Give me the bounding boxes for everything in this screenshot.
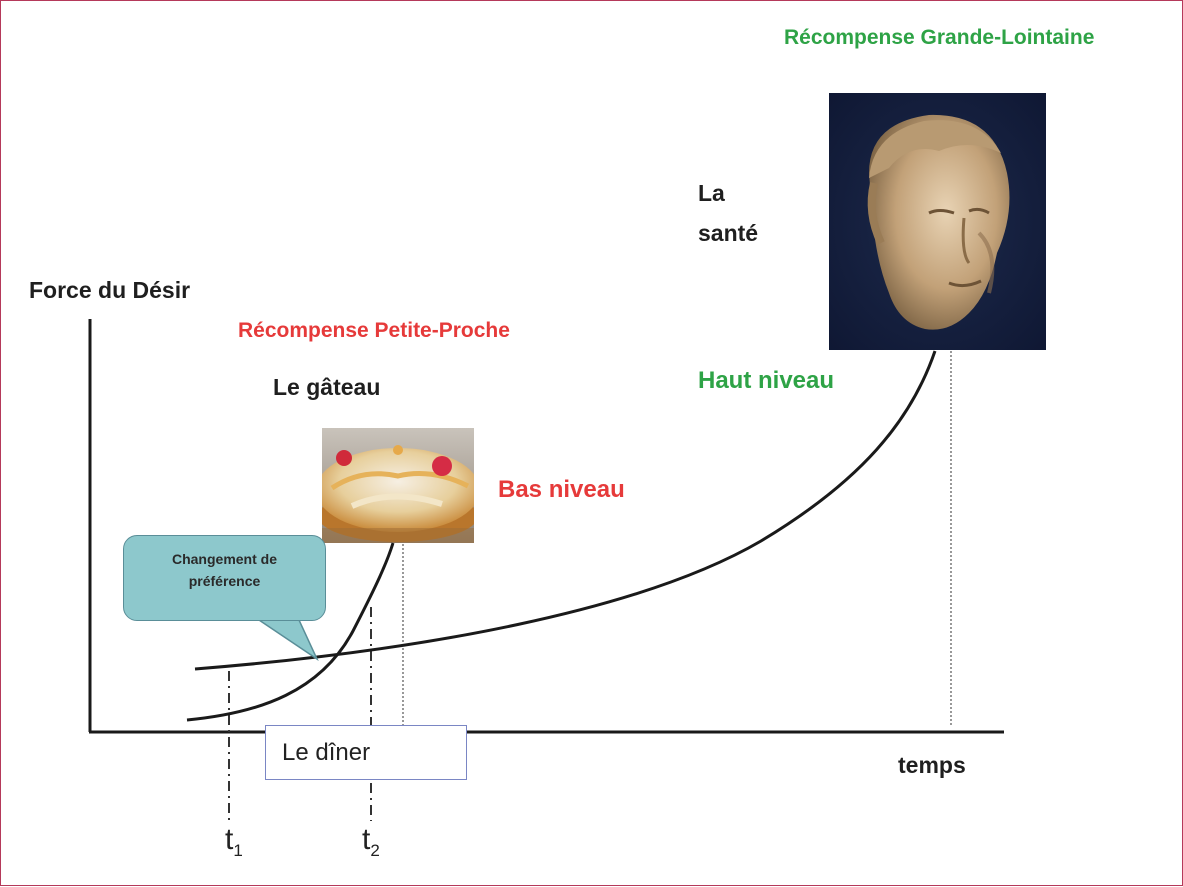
title-small-near-reward: Récompense Petite-Proche (238, 319, 510, 342)
cake-image (322, 428, 474, 543)
statue-image (829, 93, 1046, 350)
y-axis-label: Force du Désir (29, 277, 191, 303)
tick-t2: t2 (362, 823, 380, 861)
callout-preference-change: Changement de préférence (123, 535, 326, 621)
label-low-level: Bas niveau (498, 476, 625, 503)
curve-small-near (186, 542, 395, 722)
label-high-level: Haut niveau (698, 367, 835, 394)
label-health: La santé (698, 180, 759, 246)
dinner-box: Le dîner (265, 725, 467, 780)
label-cake: Le gâteau (273, 374, 381, 400)
callout-text: Changement de préférence (171, 551, 277, 589)
title-large-far-reward: Récompense Grande-Lointaine (784, 26, 1095, 49)
tick-t1-subscript: 1 (233, 841, 243, 860)
curve-large-far (194, 350, 937, 671)
tick-t2-letter: t (362, 823, 371, 856)
x-axis-label: temps (898, 752, 966, 778)
callout-pointer (256, 619, 319, 662)
dinner-box-label: Le dîner (282, 739, 371, 766)
tick-t1: t1 (225, 823, 243, 861)
tick-t1-letter: t (225, 823, 234, 856)
tick-t2-subscript: 2 (370, 841, 380, 860)
